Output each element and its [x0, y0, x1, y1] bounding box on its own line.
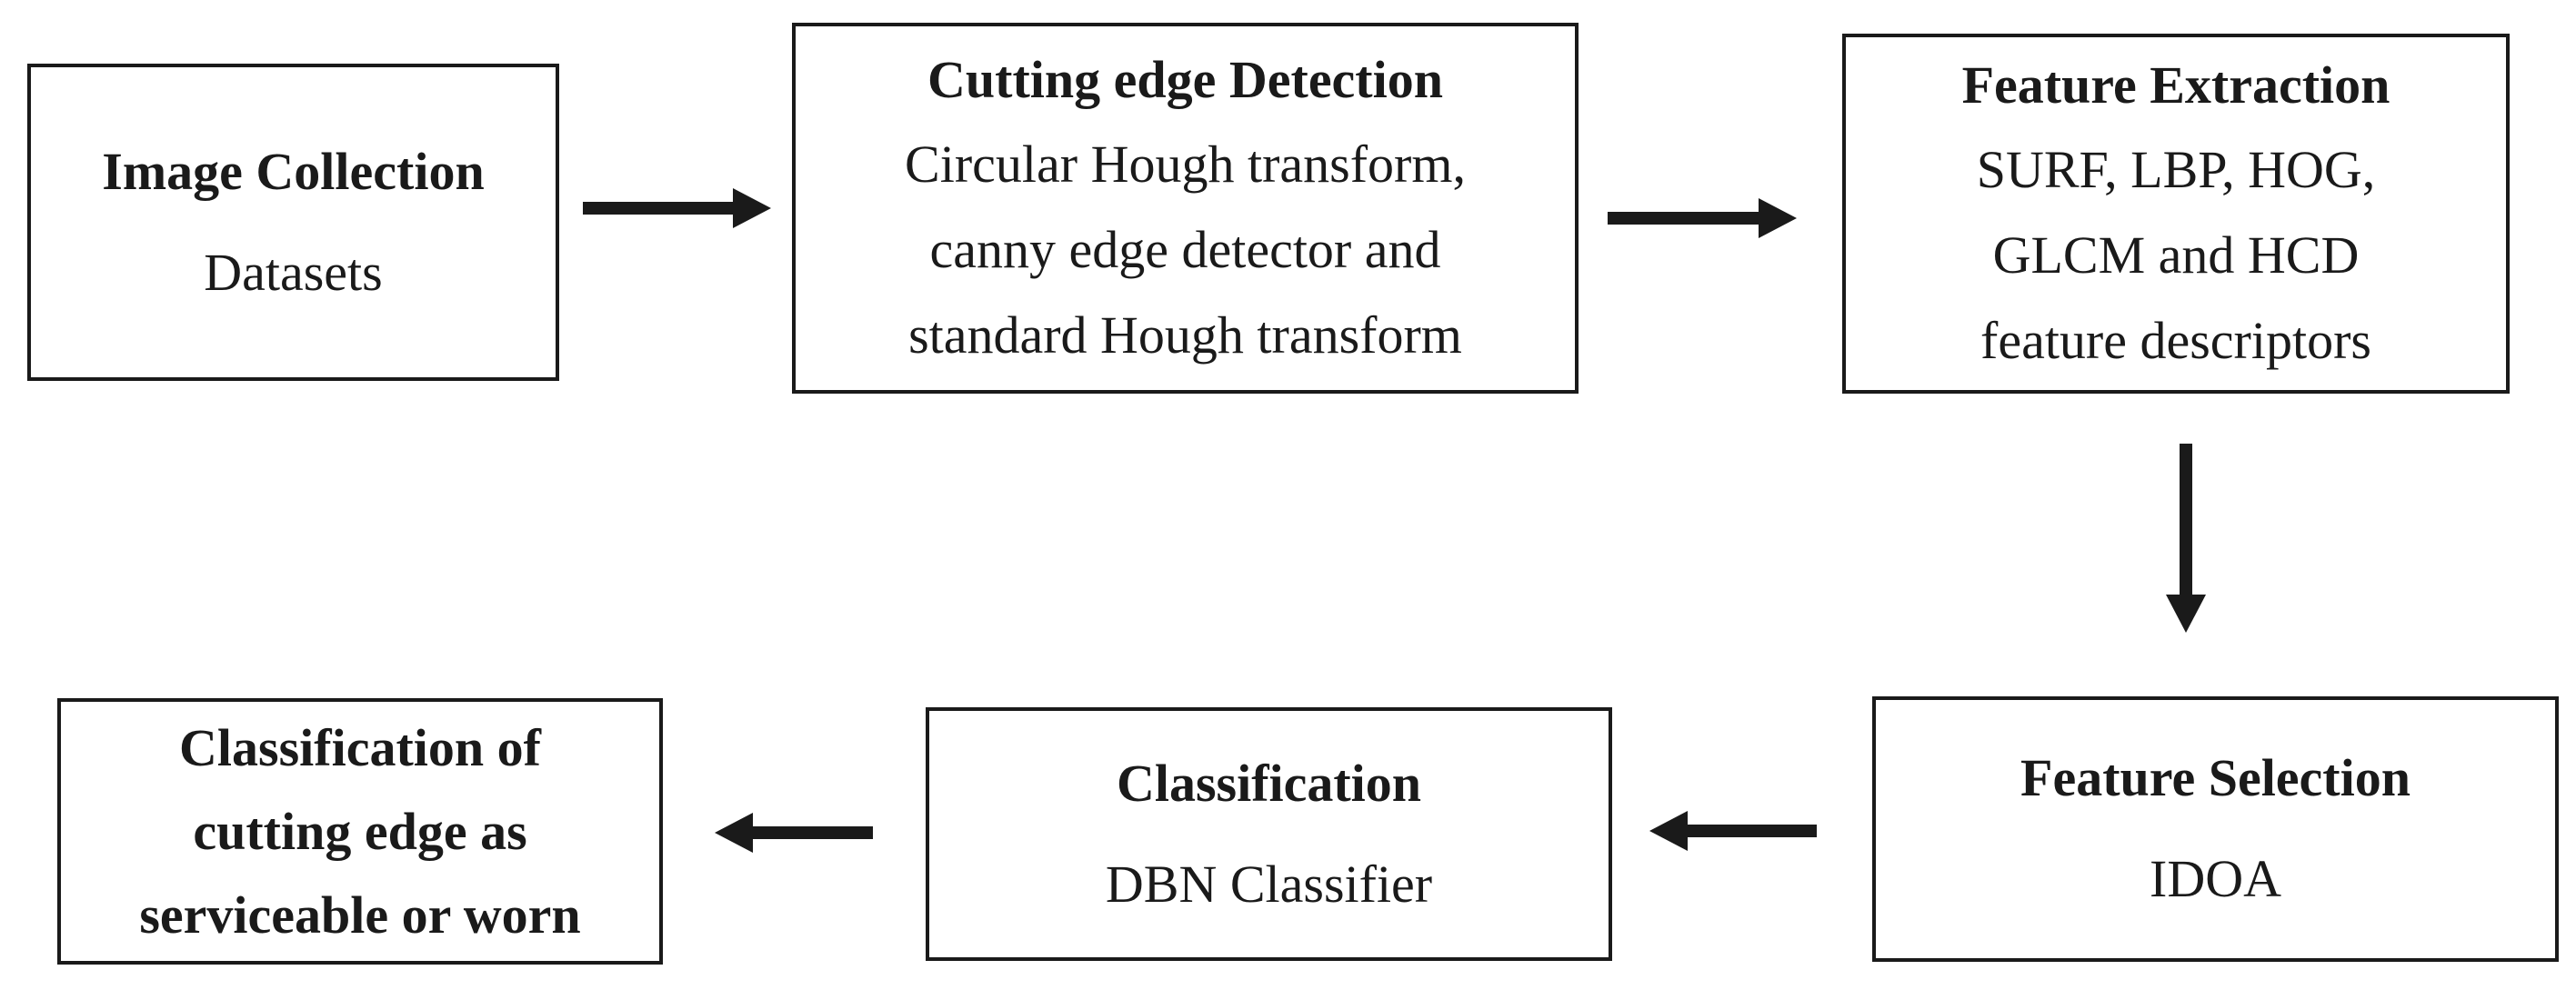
classification-box: Classification DBN Classifier	[926, 707, 1612, 961]
feature-extraction-line-1: SURF, LBP, HOG,	[1976, 140, 2376, 199]
cutting-edge-detection-box: Cutting edge Detection Circular Hough tr…	[792, 23, 1579, 394]
feature-extraction-title: Feature Extraction	[1961, 55, 2391, 115]
classification-result-line-2: cutting edge as	[193, 801, 527, 861]
cutting-edge-detection-line-1: Circular Hough transform,	[905, 135, 1466, 194]
classification-detail: DBN Classifier	[1105, 854, 1433, 914]
feature-extraction-line-3: feature descriptors	[1980, 311, 2371, 370]
classification-result-line-3: serviceable or worn	[139, 885, 581, 945]
cutting-edge-detection-line-2: canny edge detector and	[929, 220, 1441, 279]
cutting-edge-detection-line-3: standard Hough transform	[908, 305, 1462, 365]
arrow-classification-to-result	[715, 813, 873, 853]
image-collection-title: Image Collection	[102, 141, 485, 201]
feature-extraction-line-2: GLCM and HCD	[1992, 225, 2360, 285]
classification-result-box: Classification of cutting edge as servic…	[57, 698, 663, 965]
feature-extraction-box: Feature Extraction SURF, LBP, HOG, GLCM …	[1842, 34, 2510, 394]
image-collection-detail: Datasets	[204, 242, 383, 302]
arrow-selection-to-classification	[1649, 811, 1817, 851]
classification-title: Classification	[1116, 753, 1422, 813]
arrow-detection-to-extraction	[1608, 198, 1797, 238]
arrow-extraction-to-selection	[2166, 444, 2206, 633]
classification-result-line-1: Classification of	[179, 717, 541, 777]
image-collection-box: Image Collection Datasets	[27, 64, 559, 381]
feature-selection-title: Feature Selection	[2020, 748, 2411, 807]
arrow-image-collection-to-detection	[583, 188, 771, 228]
feature-selection-box: Feature Selection IDOA	[1872, 696, 2559, 962]
feature-selection-detail: IDOA	[2150, 849, 2281, 908]
cutting-edge-detection-title: Cutting edge Detection	[927, 50, 1443, 109]
